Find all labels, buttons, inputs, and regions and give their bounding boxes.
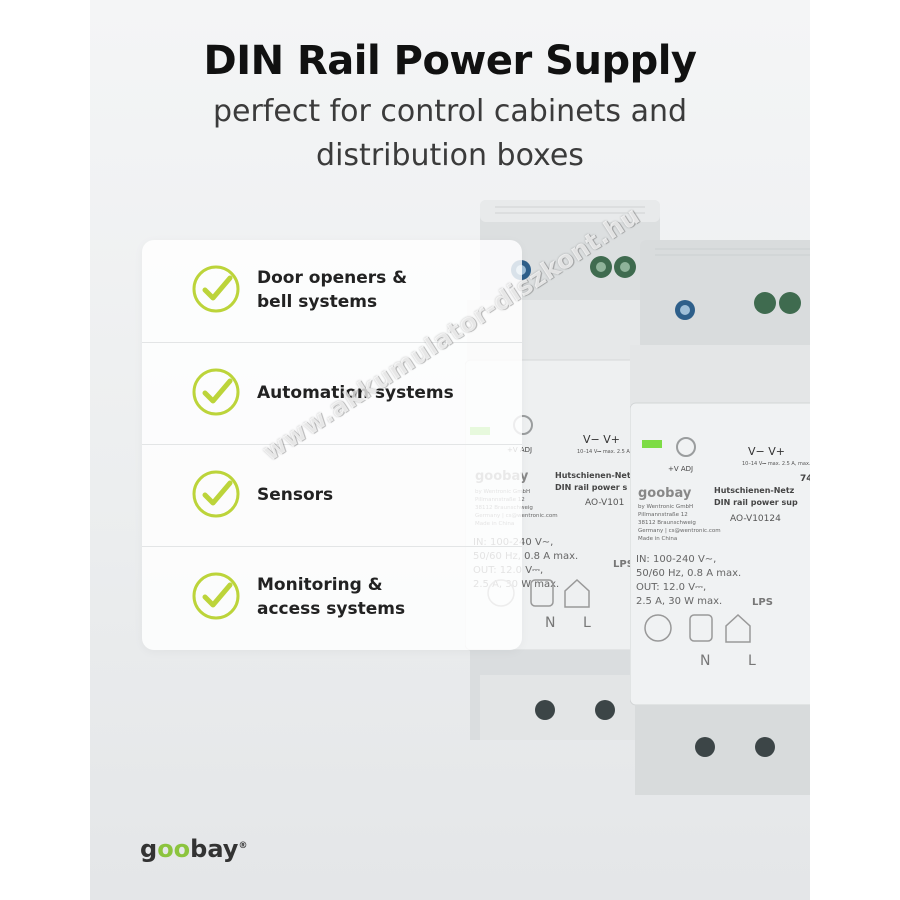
indoor-use-icon (564, 578, 590, 608)
transformer-icon (530, 579, 554, 607)
check-circle-icon (192, 265, 240, 313)
feature-panel: Door openers & bell systems Automation s… (142, 240, 522, 650)
logo-oo: oo (157, 835, 191, 863)
device-title-de-2: Hutschienen-Netz (714, 486, 795, 495)
l-label: L (583, 615, 591, 631)
feature-label: Sensors (257, 445, 487, 545)
spec-1-2: IN: 100-240 V∼, (636, 554, 716, 565)
divider (142, 342, 522, 343)
adj-label-2: +V ADJ (668, 465, 693, 473)
device-addr-2-2: 38112 Braunschweig (638, 520, 696, 526)
feature-line-1: Door openers & (257, 268, 408, 288)
feature-line-2: access systems (257, 599, 406, 619)
feature-label: Monitoring & access systems (257, 547, 487, 647)
device-made-2: Made in China (638, 536, 677, 542)
device-title-en-2: DIN rail power sup (714, 498, 798, 507)
lps-label: LPS (613, 559, 634, 570)
feature-label: Door openers & bell systems (257, 240, 487, 340)
device-title-en: DIN rail power s (555, 483, 627, 492)
subtitle-line-1: perfect for control cabinets and (212, 94, 688, 129)
page-title: DIN Rail Power Supply (203, 38, 698, 84)
device-code-2: 74 (800, 474, 810, 484)
terminal-label-2: V− V+ (748, 445, 785, 458)
l-label-2: L (748, 653, 756, 669)
n-label-2: N (700, 653, 710, 669)
device-model-2: AO-V10124 (730, 514, 781, 524)
goobay-logo: goobay® (140, 835, 247, 863)
feature-label: Automation systems (257, 343, 487, 443)
class-ii-icon-2 (644, 614, 672, 642)
indoor-use-icon-2 (725, 613, 751, 643)
feature-item-sensors: Sensors (142, 445, 522, 545)
transformer-icon-2 (689, 614, 713, 642)
device-addr-3-2: Germany | cs@wentronic.com (638, 528, 721, 534)
device-model: AO-V101 (585, 498, 624, 508)
feature-line-1: Sensors (257, 485, 334, 505)
device-maker-2: by Wentronic GmbH (638, 504, 693, 510)
divider (142, 444, 522, 445)
range-label-2: 10–14 V⎓ max. 2.5 A, max. (742, 461, 810, 467)
product-banner: DIN Rail Power Supply perfect for contro… (90, 0, 810, 900)
divider (142, 546, 522, 547)
feature-line-2: bell systems (257, 292, 378, 312)
din-rail-device-front: +V ADJ V− V+ 10–14 V⎓ max. 2.5 A, max. 7… (630, 240, 810, 795)
check-circle-icon (192, 368, 240, 416)
lps-label-2: LPS (752, 597, 773, 608)
terminal-label: V− V+ (583, 433, 620, 446)
range-label: 10–14 V⎓ max. 2.5 A, max. (577, 449, 646, 455)
device-title-de: Hutschienen-Netz (555, 471, 636, 480)
feature-line-1: Monitoring & (257, 575, 383, 595)
page-subtitle: perfect for control cabinets and distrib… (150, 90, 750, 178)
check-circle-icon (192, 572, 240, 620)
feature-item-monitoring: Monitoring & access systems (142, 547, 522, 647)
feature-item-door-openers: Door openers & bell systems (142, 240, 522, 340)
logo-bay: bay (190, 835, 239, 863)
spec-3-2: OUT: 12.0 V⎓, (636, 582, 706, 593)
device-brand-2: goobay (638, 486, 692, 501)
feature-item-automation: Automation systems (142, 343, 522, 443)
device-addr-1-2: Pillmannstraße 12 (638, 512, 688, 518)
logo-g: g (140, 835, 158, 863)
spec-4-2: 2.5 A, 30 W max. (636, 596, 722, 607)
spec-2-2: 50/60 Hz, 0.8 A max. (636, 568, 741, 579)
logo-reg: ® (238, 841, 248, 851)
n-label: N (545, 615, 555, 631)
spec-2: 50/60 Hz, 0.8 A max. (473, 551, 578, 562)
check-circle-icon (192, 470, 240, 518)
feature-line-1: Automation systems (257, 383, 454, 403)
subtitle-line-2: distribution boxes (316, 138, 584, 173)
